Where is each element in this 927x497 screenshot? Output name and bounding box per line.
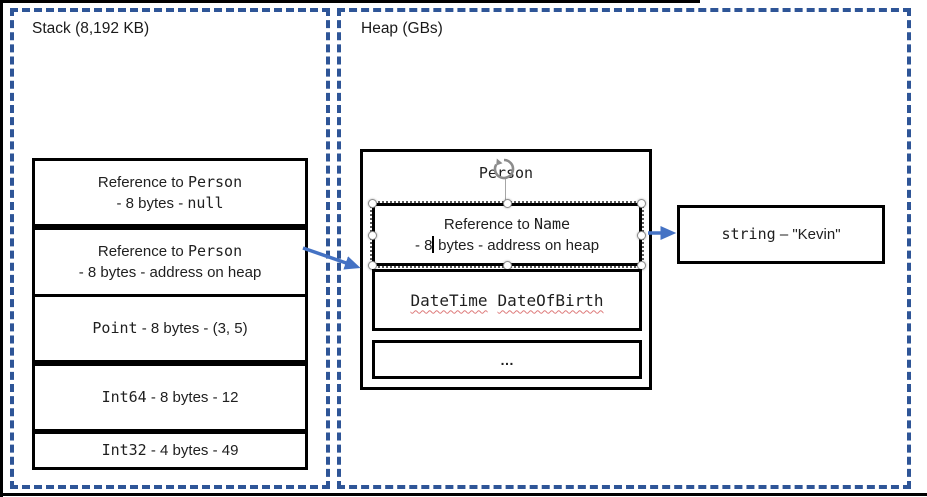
heap-ellipsis-box[interactable]: … [372, 340, 642, 379]
stack-box-int32[interactable]: Int32 - 4 bytes - 49 [32, 431, 308, 470]
heap-title: Heap (GBs) [361, 20, 443, 37]
heap-person-box[interactable]: Person Reference to Name - 8 bytes - add… [360, 149, 652, 390]
stack-box-int64[interactable]: Int64 - 8 bytes - 12 [32, 363, 308, 432]
selection-handle-top-center[interactable] [503, 199, 512, 208]
text-cursor [432, 235, 434, 253]
person-box-title: Person [478, 164, 534, 182]
stack-box-ref-person-null[interactable]: Reference to Person - 8 bytes - null [32, 158, 308, 227]
selection-handle-top-left[interactable] [368, 199, 377, 208]
box-text-line: - 8 bytes - null [116, 193, 224, 212]
box-text-line: Reference to Person [97, 242, 243, 260]
box-text-line: Point - 8 bytes - (3, 5) [92, 319, 248, 337]
box-text-line: Int64 - 8 bytes - 12 [101, 388, 239, 406]
spellcheck-word: DateOfBirth [497, 290, 604, 310]
stack-title: Stack (8,192 KB) [32, 20, 150, 37]
stack-box-point[interactable]: Point - 8 bytes - (3, 5) [32, 294, 308, 363]
ellipsis-text: … [500, 351, 514, 368]
rotate-handle-icon[interactable] [491, 156, 517, 182]
box-text-line: - 8 bytes - address on heap [78, 264, 262, 281]
spellcheck-word: DateTime [410, 290, 488, 310]
heap-string-kevin-box[interactable]: string – "Kevin" [677, 205, 885, 264]
rotate-handle-stem [505, 178, 506, 204]
heap-dateofbirth-box[interactable]: DateTime DateOfBirth [372, 269, 642, 331]
selection-handle-top-right[interactable] [637, 199, 646, 208]
selection-handle-middle-right[interactable] [637, 230, 646, 240]
heap-ref-name-box-selected[interactable]: Reference to Name - 8 bytes - address on… [368, 199, 646, 270]
box-text-line: Reference to Name [443, 214, 571, 233]
box-text-line: string – "Kevin" [721, 225, 841, 243]
box-text-line: Reference to Person [97, 172, 243, 191]
outer-frame-top [0, 0, 700, 3]
outer-frame-left [0, 0, 3, 497]
stack-box-ref-person-heap[interactable]: Reference to Person - 8 bytes - address … [32, 227, 308, 297]
box-text-line: Int32 - 4 bytes - 49 [101, 441, 239, 459]
box-text-line: - 8 bytes - address on heap [414, 235, 600, 254]
outer-frame-bottom [0, 493, 927, 496]
selection-handle-middle-left[interactable] [368, 230, 377, 240]
